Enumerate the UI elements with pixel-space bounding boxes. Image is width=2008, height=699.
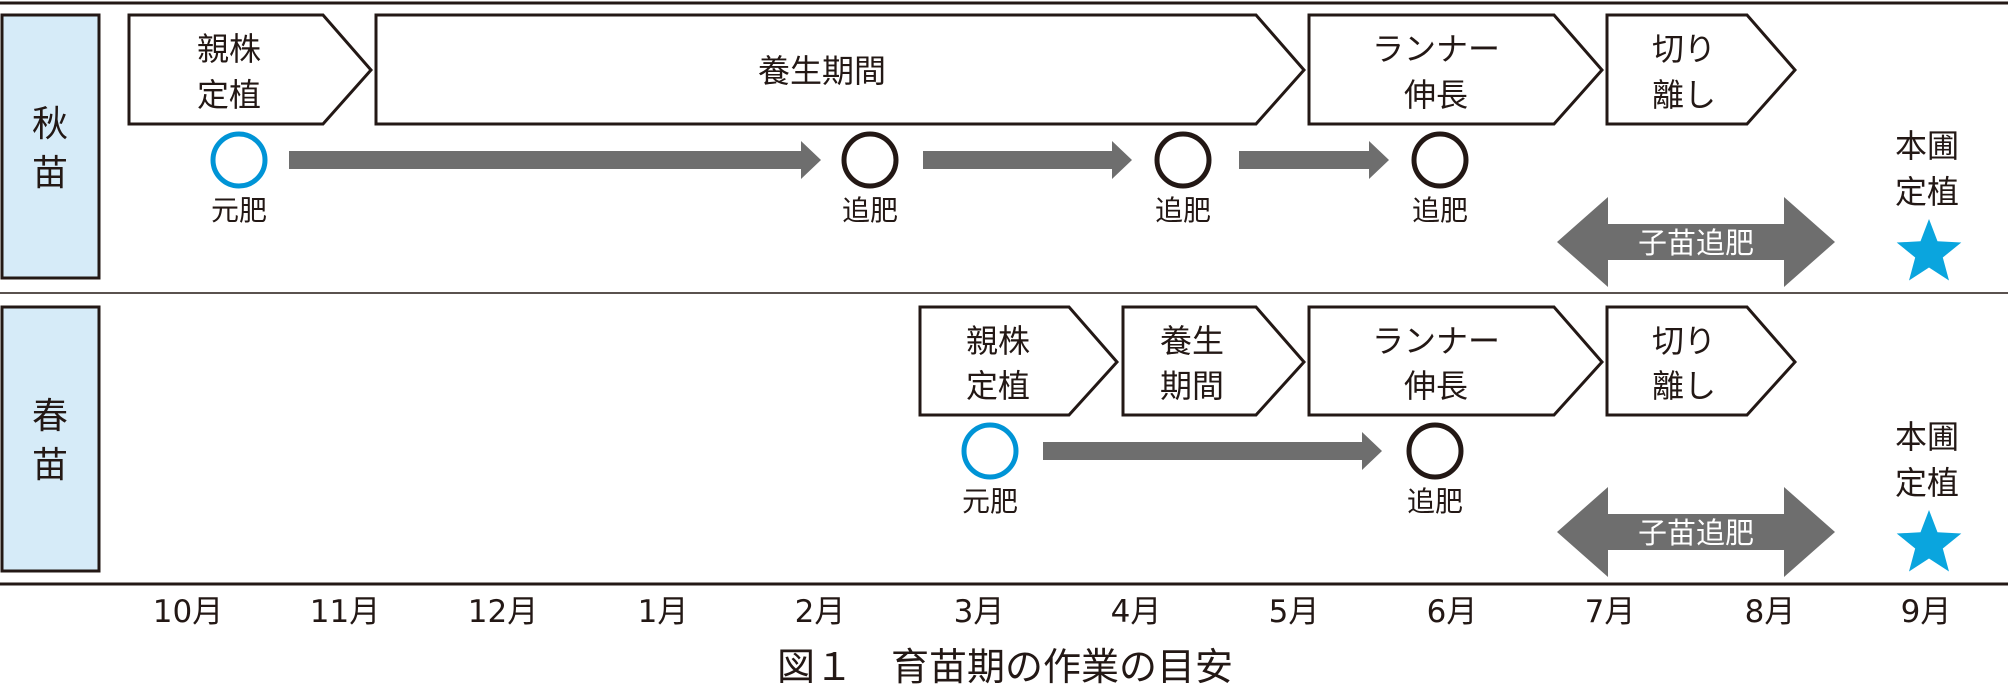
star-icon (1896, 510, 1962, 572)
stage-label: 養生 (1160, 322, 1224, 360)
stage-label: 定植 (197, 76, 261, 114)
child-fertilizer-label: 子苗追肥 (1638, 516, 1754, 550)
interval-arrow (923, 141, 1132, 179)
month-label: 6月 (1427, 594, 1478, 630)
stage-label: ランナー (1372, 322, 1500, 360)
stage-box: 切り 離し (1605, 305, 1798, 417)
stage-label: 親株 (966, 322, 1030, 360)
row-label-box (0, 13, 101, 280)
top-dressing-circle (1406, 422, 1464, 480)
month-label: 10月 (153, 594, 223, 630)
row-label-char: 秋 (32, 104, 68, 145)
stage-label: 切り (1652, 322, 1716, 360)
month-label: 7月 (1585, 594, 1636, 630)
stage-box: 養生 期間 (1121, 305, 1307, 417)
stage-box: 親株 定植 (918, 305, 1120, 417)
month-label: 4月 (1111, 594, 1162, 630)
stage-box: 親株 定植 (127, 13, 373, 126)
top-dressing-circle (1411, 131, 1469, 189)
month-label: 1月 (638, 594, 689, 630)
row-autumn-seedlings: 秋 苗 親株 定植 養生期間 ランナー 伸長 切り 離し 元肥 追肥 (0, 13, 1962, 287)
month-label: 11月 (310, 594, 380, 630)
row-spring-seedlings: 春 苗 親株 定植 養生 期間 ランナー 伸長 切り 離し 元肥 追肥 (0, 305, 1962, 577)
month-label: 12月 (468, 594, 538, 630)
row-label-char: 苗 (32, 445, 68, 486)
base-fertilizer-circle (210, 131, 268, 189)
row-label-char: 春 (32, 396, 68, 437)
stage-box: 養生期間 (374, 13, 1306, 126)
row-label-char: 苗 (32, 153, 68, 194)
row-label-box (0, 305, 101, 573)
fertilizer-label: 追肥 (1407, 485, 1463, 518)
fertilizer-label: 元肥 (962, 485, 1018, 518)
fertilizer-label: 追肥 (842, 194, 898, 227)
fertilizer-label: 元肥 (211, 194, 267, 227)
month-label: 8月 (1745, 594, 1796, 630)
stage-label: 親株 (197, 30, 261, 68)
stage-label: ランナー (1372, 30, 1500, 68)
stage-label: 養生期間 (758, 52, 886, 90)
child-fertilizer-arrow (1557, 197, 1835, 287)
stage-label: 定植 (966, 367, 1030, 405)
star-icon (1896, 219, 1962, 281)
final-planting-label: 本圃 (1895, 127, 1959, 165)
fertilizer-label: 追肥 (1412, 194, 1468, 227)
stage-box: 切り 離し (1605, 13, 1797, 126)
stage-box: ランナー 伸長 (1307, 13, 1604, 126)
stage-label: 伸長 (1404, 367, 1468, 405)
stage-label: 離し (1652, 76, 1716, 114)
final-planting-label: 定植 (1895, 173, 1959, 211)
month-label: 5月 (1269, 594, 1320, 630)
stage-label: 離し (1652, 367, 1716, 405)
month-axis: 10月 11月 12月 1月 2月 3月 4月 5月 6月 7月 8月 9月 (153, 594, 1952, 630)
month-label: 9月 (1901, 594, 1952, 630)
interval-arrow (289, 141, 821, 179)
interval-arrow (1239, 141, 1389, 179)
stage-label: 切り (1652, 30, 1716, 68)
final-planting-label: 定植 (1895, 464, 1959, 502)
child-fertilizer-label: 子苗追肥 (1638, 226, 1754, 260)
month-label: 3月 (954, 594, 1005, 630)
interval-arrow (1043, 432, 1382, 470)
stage-box: ランナー 伸長 (1307, 305, 1605, 417)
figure-caption: 図１ 育苗期の作業の目安 (777, 645, 1233, 689)
stage-label: 期間 (1160, 367, 1224, 405)
month-label: 2月 (795, 594, 846, 630)
final-planting-label: 本圃 (1895, 418, 1959, 456)
top-dressing-circle (1154, 131, 1212, 189)
fertilizer-label: 追肥 (1155, 194, 1211, 227)
child-fertilizer-arrow (1557, 487, 1835, 577)
base-fertilizer-circle (961, 422, 1019, 480)
top-dressing-circle (841, 131, 899, 189)
stage-label: 伸長 (1404, 76, 1468, 114)
